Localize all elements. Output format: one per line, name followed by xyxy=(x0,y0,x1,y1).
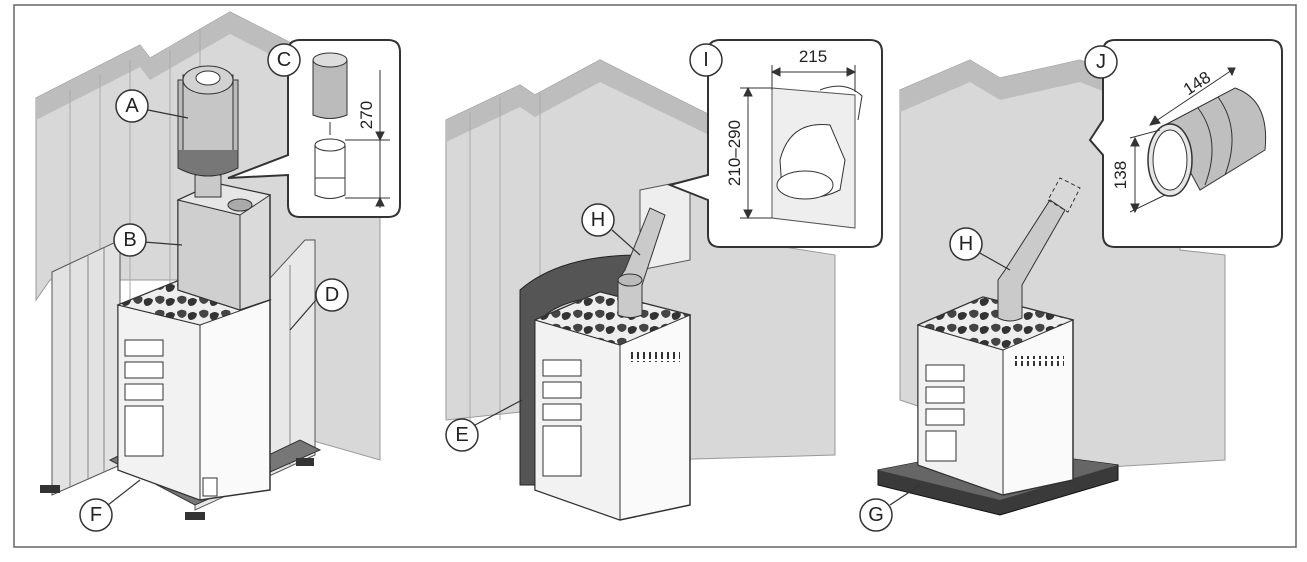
callout-e: E xyxy=(455,424,468,446)
dimension-j-diameter: 138 xyxy=(1111,161,1130,189)
pipe-extension-detail xyxy=(312,52,348,199)
callout-a: A xyxy=(125,95,139,117)
panel-3: 148 138 xyxy=(877,39,1283,516)
figure-frame xyxy=(13,4,1297,548)
callout-j: J xyxy=(1096,51,1106,73)
flue-pipe-h-1 xyxy=(617,207,666,318)
dimension-i-height: 210–290 xyxy=(725,120,744,186)
panel-2: 215 210–290 xyxy=(445,39,883,521)
callout-f: F xyxy=(90,504,102,526)
panel-1: 270 xyxy=(35,11,401,520)
callout-h-2: H xyxy=(959,233,973,255)
wall-duct-detail xyxy=(771,85,863,229)
callout-i: I xyxy=(703,49,709,71)
callout-h-1: H xyxy=(591,209,605,231)
callout-d: D xyxy=(325,284,339,306)
callout-g: G xyxy=(868,504,884,526)
protective-panel-left xyxy=(51,239,121,496)
dimension-c-height: 270 xyxy=(357,101,376,129)
chimney-a xyxy=(177,65,239,177)
flue-pipe-h-2 xyxy=(997,199,1066,322)
callout-c: C xyxy=(277,49,291,71)
callout-b: B xyxy=(123,229,136,251)
dimension-i-width: 215 xyxy=(799,47,827,66)
pipe-adapter-detail xyxy=(1147,87,1267,197)
